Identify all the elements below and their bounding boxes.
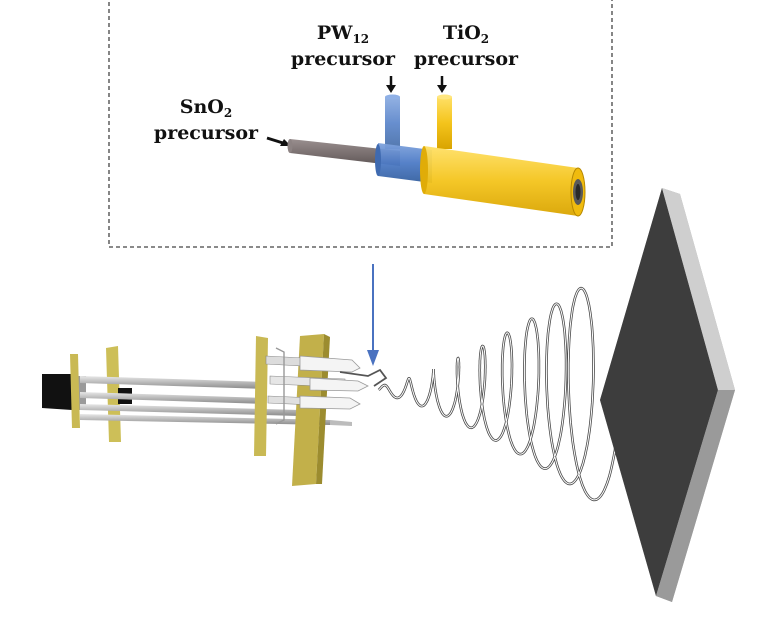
pointer-arrow-icon <box>437 76 447 93</box>
pointer-arrow-icon <box>266 136 291 146</box>
sno2-label: SnO2 precursor <box>150 96 262 144</box>
sno2-subscript: 2 <box>223 106 233 120</box>
inset-border <box>108 0 613 248</box>
tio2-tube <box>420 94 586 217</box>
pw12-label: PW12 precursor <box>278 22 408 70</box>
collector-plate-icon <box>600 188 735 602</box>
pw12-formula: PW <box>316 22 353 44</box>
sno2-word: precursor <box>153 122 259 144</box>
tio2-word: precursor <box>413 48 519 70</box>
tio2-formula: TiO <box>442 22 481 44</box>
tio2-label: TiO2 precursor <box>410 22 522 70</box>
pw12-tube <box>375 94 432 183</box>
spinneret-assembly <box>42 334 388 486</box>
sno2-tube <box>287 139 400 166</box>
sno2-formula: SnO <box>179 96 224 118</box>
spiral-jet-icon <box>377 286 622 502</box>
pointer-arrow-icon <box>386 76 396 93</box>
pw12-word: precursor <box>290 48 396 70</box>
callout-arrow <box>367 264 379 366</box>
pw12-subscript: 12 <box>352 32 370 46</box>
tio2-subscript: 2 <box>480 32 490 46</box>
